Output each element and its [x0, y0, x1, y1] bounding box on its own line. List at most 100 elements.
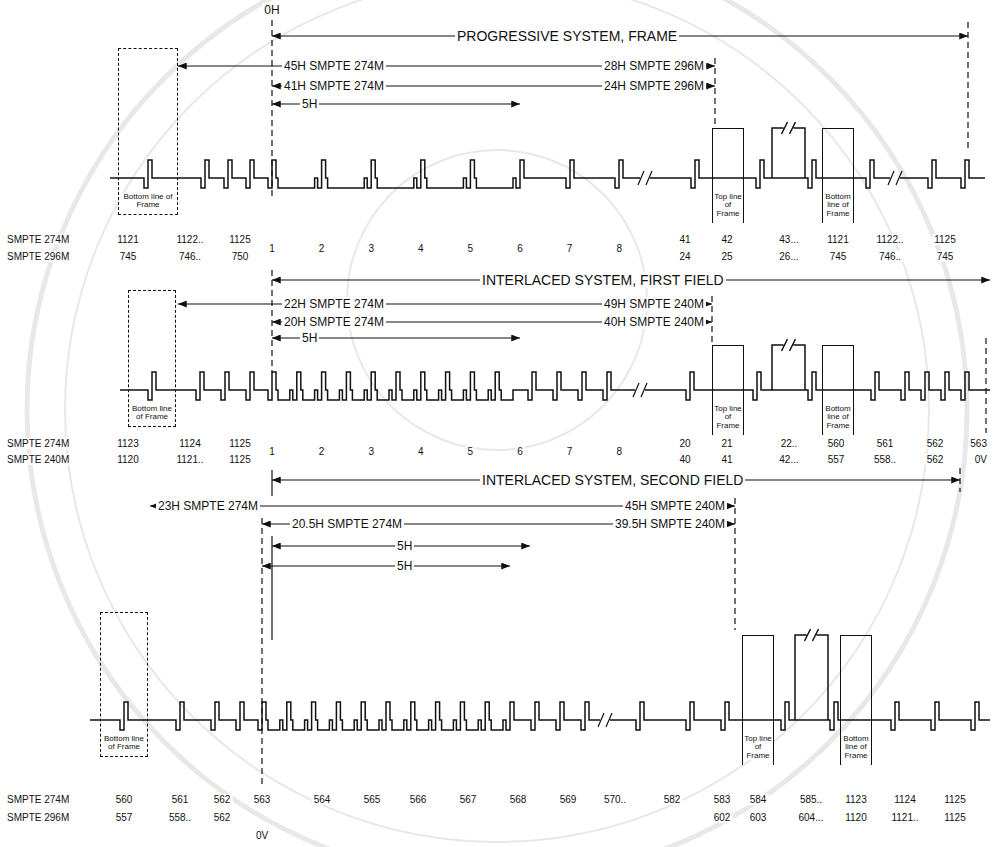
line-number: 6	[515, 446, 525, 457]
node-text: Bottom line of Frame	[101, 735, 147, 752]
label-holder: 42	[719, 234, 734, 246]
label-holder: 49H SMPTE 240M	[602, 297, 706, 311]
label-holder: 5	[466, 243, 476, 255]
line-number: 1	[267, 446, 277, 457]
label-holder: 1121	[825, 234, 851, 246]
line-number: 1121	[825, 234, 851, 245]
line-number: 603	[748, 812, 769, 823]
label-holder: 42...	[777, 454, 800, 466]
label-holder: 1122..	[174, 234, 205, 246]
standard-label: SMPTE 240M	[5, 454, 71, 465]
arrow-line	[262, 565, 510, 566]
label-holder: 569	[558, 794, 579, 806]
label-holder: 40	[677, 454, 692, 466]
blanking-box: Bottom line of Frame	[118, 48, 178, 215]
standard-label: SMPTE 274M	[5, 794, 71, 805]
line-number: 746..	[177, 251, 203, 262]
label-holder: 40H SMPTE 240M	[602, 315, 706, 329]
reference-line	[271, 470, 272, 496]
label-holder: 3	[366, 446, 376, 458]
line-number: 3	[366, 243, 376, 254]
line-number: 561	[170, 794, 191, 805]
label-holder: 566	[408, 794, 429, 806]
reference-line	[967, 22, 968, 150]
reference-line	[714, 58, 715, 125]
label-holder: 558..	[872, 454, 898, 466]
label-holder: SMPTE 296M	[5, 812, 71, 824]
reference-line	[271, 270, 272, 372]
label-holder: 582	[662, 794, 683, 806]
interval-label: 5H	[300, 331, 319, 345]
line-number: 1125	[227, 234, 253, 245]
line-number: 560	[826, 438, 847, 449]
node-text: Bottom line of Frame	[119, 193, 177, 210]
node-text: Bottom line of Frame	[841, 735, 871, 760]
standard-label: SMPTE 296M	[5, 251, 71, 262]
label-holder: 1125	[227, 234, 253, 246]
section-title: PROGRESSIVE SYSTEM, FRAME	[455, 28, 679, 44]
label-holder: 562	[212, 812, 233, 824]
line-number: 1125	[227, 454, 253, 465]
line-number: 7	[565, 243, 575, 254]
line-number: 1	[267, 243, 277, 254]
reference-line	[261, 518, 262, 786]
line-number: 40	[677, 454, 692, 465]
node-text: Bottom line of Frame	[129, 405, 175, 422]
line-number: 1123	[843, 794, 869, 805]
line-number: 564	[312, 794, 333, 805]
line-number: 1121	[115, 234, 141, 245]
dimension-arrows	[150, 36, 990, 566]
line-number: 1120	[115, 454, 141, 465]
interval-label: 5H	[395, 539, 414, 553]
line-number: 569	[558, 794, 579, 805]
label-holder: 1121..	[889, 812, 920, 824]
interval-label: 20H SMPTE 274M	[282, 315, 386, 329]
label-holder: 5H	[300, 97, 319, 111]
label-holder: 23H SMPTE 274M	[156, 499, 260, 513]
standard-label: SMPTE 274M	[5, 234, 71, 245]
line-number: 5	[466, 446, 476, 457]
line-number: 1125	[942, 812, 968, 823]
label-holder: 24H SMPTE 296M	[602, 79, 706, 93]
label-holder: INTERLACED SYSTEM, SECOND FIELD	[480, 472, 745, 488]
label-holder: 3	[366, 243, 376, 255]
node-text: Top line of Frame	[713, 405, 743, 430]
line-number: 563	[252, 794, 273, 805]
label-holder: 2	[317, 446, 327, 458]
label-holder: 5H	[395, 559, 414, 573]
label-holder: 5H	[395, 539, 414, 553]
node-text: Bottom line of Frame	[823, 193, 853, 218]
label-holder: 1122..	[874, 234, 905, 246]
label-holder: 1125	[227, 438, 253, 450]
label-holder: 1125	[227, 454, 253, 466]
interval-label: 45H SMPTE 240M	[623, 499, 727, 513]
active-video-pulse: Bottom line of Frame	[822, 345, 854, 435]
interval-label: 23H SMPTE 274M	[156, 499, 260, 513]
line-number: 0V	[254, 830, 270, 841]
label-holder: 22H SMPTE 274M	[282, 297, 386, 311]
watermark-ring	[65, 0, 929, 842]
line-number: 558..	[167, 812, 193, 823]
line-number: 1125	[932, 234, 958, 245]
break-mark	[888, 171, 902, 185]
interval-label: 28H SMPTE 296M	[602, 59, 706, 73]
line-number: 4	[416, 243, 426, 254]
sync-waveforms	[90, 122, 990, 730]
line-number: 565	[362, 794, 383, 805]
line-number: 560	[114, 794, 135, 805]
label-holder: 28H SMPTE 296M	[602, 59, 706, 73]
line-number: 604...	[796, 812, 825, 823]
label-holder: 584	[748, 794, 769, 806]
interval-label: 39.5H SMPTE 240M	[613, 517, 727, 531]
label-holder: SMPTE 240M	[5, 454, 71, 466]
node-text: Top line of Frame	[743, 735, 773, 760]
label-holder: 1123	[843, 794, 869, 806]
label-holder: 0V	[254, 830, 270, 842]
label-holder: 1121..	[174, 454, 205, 466]
label-holder: 21	[719, 438, 734, 450]
label-holder: 2	[317, 243, 327, 255]
label-holder: 43...	[777, 234, 800, 246]
line-number: 1122..	[874, 234, 905, 245]
reference-lines	[262, 20, 986, 786]
